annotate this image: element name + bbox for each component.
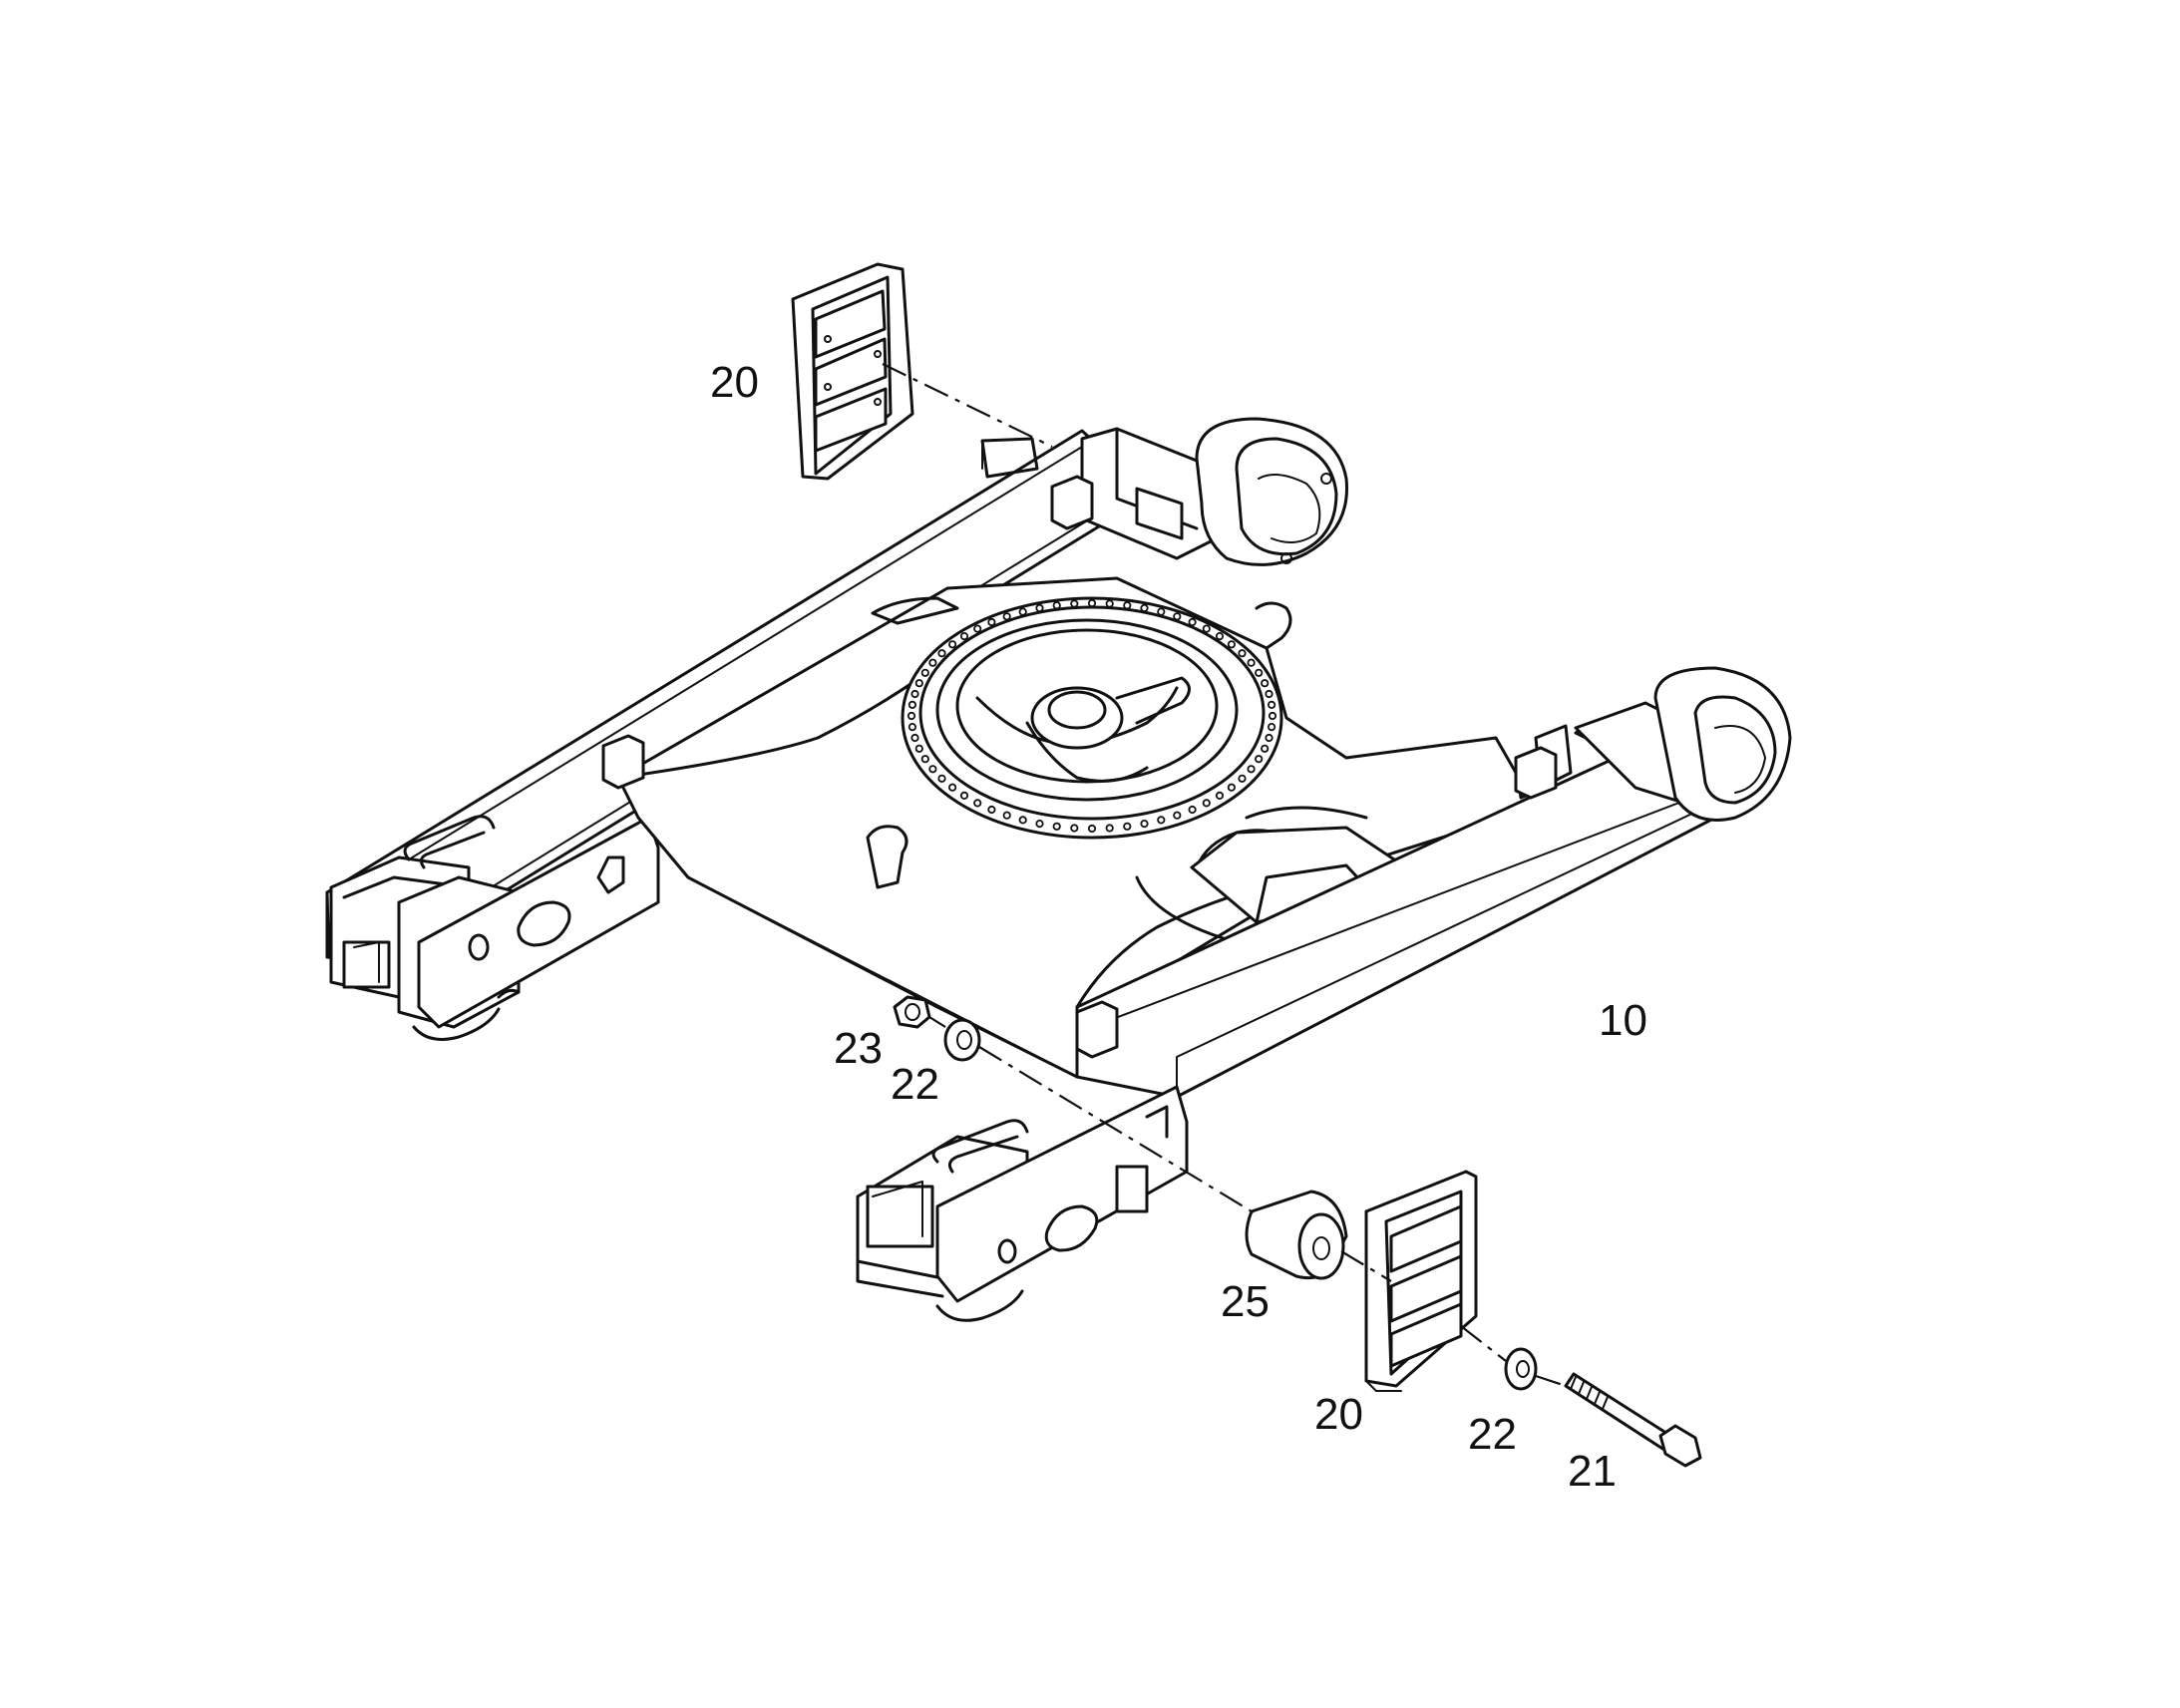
bolt-hole — [1268, 700, 1276, 710]
bolt-hole — [1070, 599, 1079, 608]
bolt-hole — [1247, 765, 1256, 774]
bolt-hole — [920, 755, 929, 764]
bolt-hole — [987, 805, 996, 815]
bolt-hole — [1268, 711, 1277, 721]
bolt-hole — [937, 649, 946, 658]
bolt-hole — [1255, 755, 1264, 764]
bolt-hole — [1052, 601, 1061, 610]
bolt-hole — [1265, 689, 1273, 699]
bolt-hole — [1105, 599, 1114, 608]
left-side-rail — [325, 429, 1114, 1041]
swing-bearing — [901, 596, 1283, 840]
bolt-hole — [1157, 607, 1166, 616]
bolt-hole — [1087, 598, 1097, 608]
bolt-hole — [987, 617, 996, 627]
bolt-hole — [908, 722, 917, 732]
track-guard-bottom — [1364, 1170, 1478, 1392]
bolt-hole — [1018, 816, 1027, 825]
nut — [893, 995, 931, 1029]
bolt-hole — [1202, 624, 1211, 633]
bolt-hole — [1238, 774, 1247, 783]
bolt-hole — [1255, 668, 1264, 677]
bolt-hole — [973, 799, 982, 808]
callouts: 20 10 23 22 25 20 22 21 — [710, 358, 1647, 1496]
bolt-hole — [1052, 822, 1061, 831]
bolt-hole — [1202, 799, 1211, 808]
bolt-hole — [937, 774, 946, 783]
bolt-hole — [907, 711, 916, 721]
washer-left — [943, 1018, 981, 1062]
bolt-hole — [928, 765, 937, 774]
bolt-hole — [1173, 612, 1182, 621]
bolt-hole — [1035, 603, 1044, 613]
callout-20-top: 20 — [710, 358, 759, 407]
bolt-hole — [1268, 722, 1276, 732]
bolt-hole — [973, 624, 982, 633]
callout-20-bottom: 20 — [1314, 1390, 1363, 1439]
bolt-hole — [1215, 791, 1225, 801]
assembly-center-lines — [882, 363, 1567, 1388]
bolt-hole — [1188, 617, 1197, 627]
bolt-hole — [1140, 603, 1149, 613]
bolt-hole — [914, 679, 923, 688]
bolt-hole — [1105, 824, 1114, 833]
bolt-thread — [1570, 1376, 1609, 1410]
bolt-hole — [1123, 601, 1132, 610]
bolt-hole — [1087, 824, 1097, 834]
track-guard-top — [791, 262, 914, 481]
bolt-hole — [1018, 607, 1027, 616]
bolt — [1564, 1372, 1702, 1468]
bolt-hole — [910, 733, 919, 743]
bolt-hole — [1123, 822, 1132, 831]
bolt-hole — [1215, 631, 1225, 641]
bolt-hole — [1265, 733, 1273, 743]
bolt-hole — [1261, 744, 1270, 753]
bolt-hole — [959, 631, 969, 641]
bolt-hole — [1002, 612, 1011, 621]
bolt-hole — [1261, 679, 1270, 688]
bolt-hole — [947, 783, 957, 792]
bolt-hole — [1227, 783, 1237, 792]
callout-25: 25 — [1221, 1277, 1270, 1326]
bolt-hole — [1157, 816, 1166, 825]
bolt-hole — [928, 658, 937, 667]
bolt-hole — [914, 744, 923, 753]
bolt-hole — [1247, 658, 1256, 667]
bolt-hole — [1070, 824, 1079, 833]
bolt-hole — [947, 640, 957, 649]
callout-22-left: 22 — [891, 1060, 939, 1109]
bolt-hole — [908, 700, 917, 710]
front-rail-end — [856, 1085, 1189, 1322]
bolt-hole — [1173, 811, 1182, 820]
bolt-hole — [959, 791, 969, 801]
callout-22-right: 22 — [1468, 1410, 1517, 1459]
spacer-sleeve — [1245, 1190, 1348, 1280]
callout-10: 10 — [1599, 996, 1647, 1045]
callout-23: 23 — [834, 1024, 883, 1073]
bolt-hole — [910, 689, 919, 699]
bolt-hole — [1188, 805, 1197, 815]
track-frame-assembly — [325, 417, 1792, 1322]
bolt-hole — [1140, 819, 1149, 829]
bearing-bolt-holes — [907, 598, 1277, 834]
bolt-hole — [1238, 649, 1247, 658]
bolt-hole — [1035, 819, 1044, 829]
rear-idler-housing — [1080, 417, 1348, 566]
frame-lugs — [601, 437, 1558, 1059]
right-side-rail — [1075, 666, 1792, 1099]
washer-right — [1504, 1347, 1538, 1391]
bolt-hole — [920, 668, 929, 677]
bolt-hole — [1002, 811, 1011, 820]
callout-21: 21 — [1568, 1447, 1617, 1496]
bolt-hole — [1227, 640, 1237, 649]
